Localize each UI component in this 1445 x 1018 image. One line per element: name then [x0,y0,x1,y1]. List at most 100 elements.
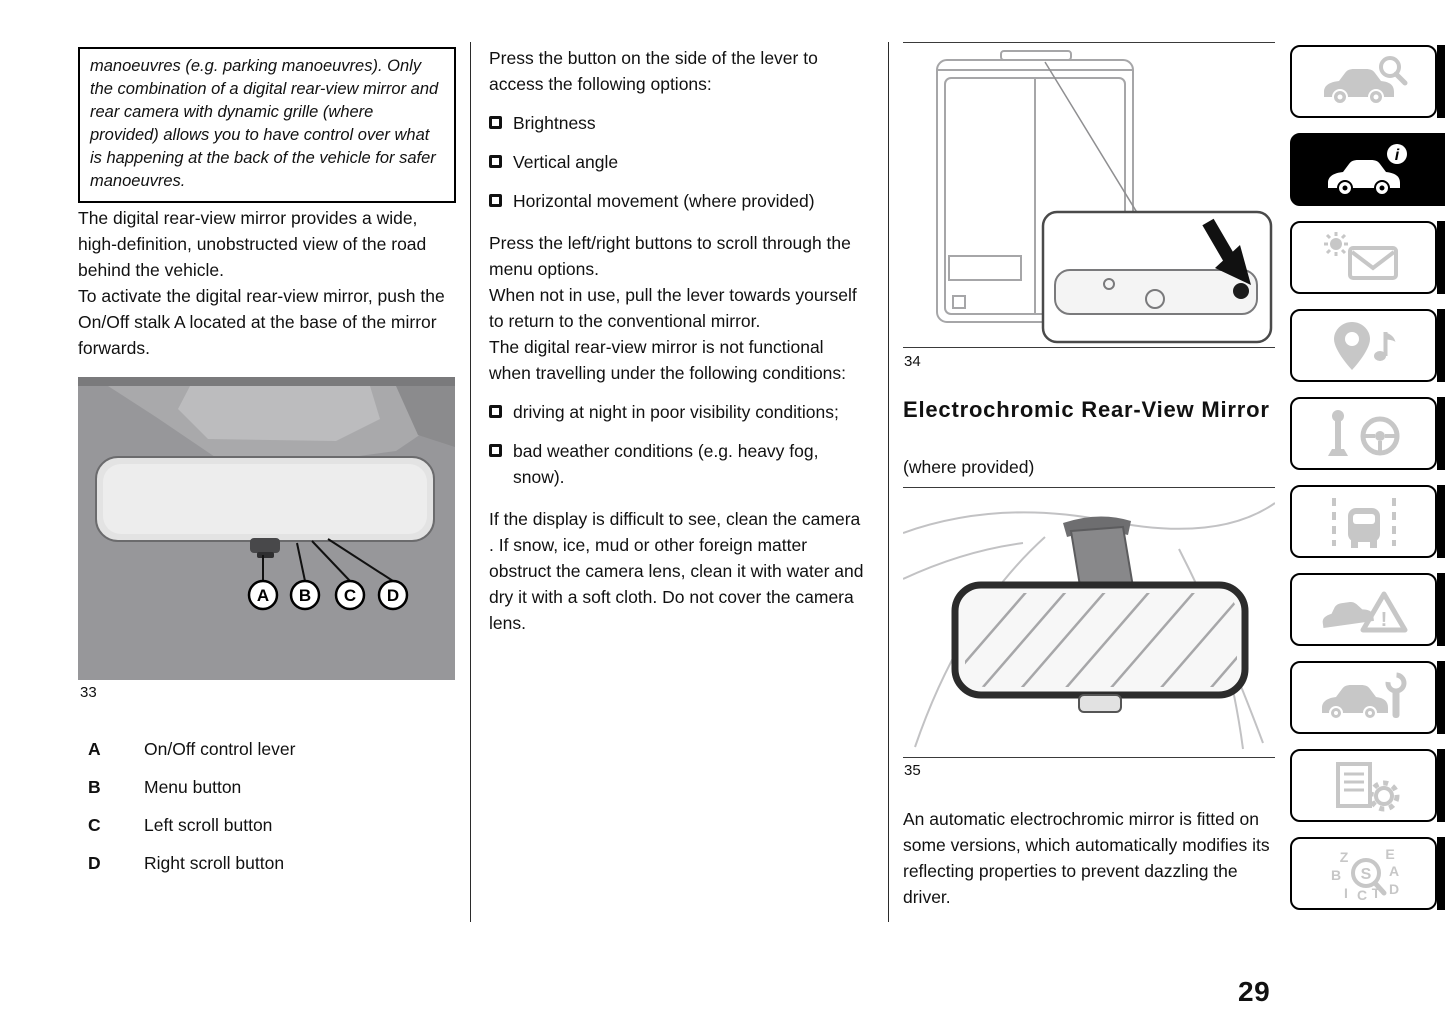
electrochromic-paragraph: An automatic electrochromic mirror is fi… [903,809,1270,907]
legend-row: A On/Off control lever [88,736,458,762]
sidebar-tab-knowing-your-vehicle[interactable]: i [1290,133,1445,206]
option-label: Vertical angle [513,152,619,172]
sidebar-tab-edge-bar [1437,837,1445,910]
legend-row: C Left scroll button [88,812,458,838]
figure-35-caption: 35 [904,762,921,779]
condition-label: bad weather conditions (e.g. heavy fog, … [513,441,819,487]
mid-paragraph-1: Press the button on the side of the leve… [489,48,818,94]
legend-label: Left scroll button [144,815,273,835]
callout-c: C [344,586,356,605]
figure-34-caption: 34 [904,353,921,370]
sidebar-tab-technical-data[interactable] [1290,749,1437,822]
condition-label: driving at night in poor visibility cond… [513,402,839,422]
svg-text:T: T [1371,885,1380,901]
figure-33-digital-mirror: A B C D [78,377,455,680]
sidebar-tab-edge-bar [1437,397,1445,470]
figure-34-van-rear [903,46,1275,344]
callout-a: A [257,586,269,605]
svg-text:S: S [1360,866,1371,883]
van-rear-drawing [936,50,1273,344]
intro-paragraph-1: The digital rear-view mirror provides a … [78,208,427,280]
car-magnifier-icon [1323,55,1407,105]
figure-34-top-rule [903,42,1275,43]
figure-35-top-rule [903,487,1275,488]
option-item: Horizontal movement (where provided) [489,188,869,214]
option-label: Horizontal movement (where provided) [513,191,815,211]
sidebar-tab-edge-bar [1437,749,1445,822]
page-number: 29 [1238,976,1271,1007]
mid-paragraph-5: If the display is difficult to see, clea… [489,509,864,633]
sidebar-tab-starting-and-driving[interactable] [1290,397,1437,470]
sidebar-tab-edge-bar [1437,45,1445,118]
legend-row: D Right scroll button [88,850,458,876]
intro-paragraph-2: To activate the digital rear-view mirror… [78,286,445,358]
option-item: Vertical angle [489,149,869,175]
figure-33-legend: A On/Off control lever B Menu button C L… [88,736,458,888]
svg-text:E: E [1385,846,1394,862]
note-box: manoeuvres (e.g. parking manoeuvres). On… [78,47,456,203]
svg-text:!: ! [1380,609,1387,631]
mid-paragraph-2: Press the left/right buttons to scroll t… [489,233,851,279]
gear-lever-steering-wheel-icon [1327,409,1399,456]
svg-text:D: D [1388,881,1398,897]
option-label: Brightness [513,113,596,133]
figure-34-bottom-rule [903,347,1275,348]
legend-row: B Menu button [88,774,458,800]
option-item: Brightness [489,110,869,136]
left-intro: The digital rear-view mirror provides a … [78,205,458,361]
sidebar-tab-edge-bar [1437,309,1445,382]
legend-key: A [88,739,101,759]
square-bullet-icon [489,444,502,457]
sidebar-tab-edge-bar [1437,221,1445,294]
svg-text:i: i [1394,147,1399,164]
svg-text:C: C [1356,887,1366,902]
sidebar-tab-edge-bar [1437,485,1445,558]
figure-35-electrochromic-mirror [902,491,1276,754]
section-heading: Electrochromic Rear-View Mirror [903,397,1270,422]
car-info-icon: i [1327,143,1407,196]
digital-mirror-image: A B C D [78,377,455,680]
callout-b: B [299,586,311,605]
legend-label: Menu button [144,777,242,797]
sidebar-tab-servicing-and-care[interactable] [1290,661,1437,734]
electrochromic-mirror-drawing [902,502,1276,750]
sidebar-tab-warning-lights-messages[interactable] [1290,221,1437,294]
square-bullet-icon [489,116,502,129]
document-gear-icon [1335,761,1399,811]
svg-text:B: B [1330,867,1340,883]
car-lane-markings-icon [1331,497,1396,548]
middle-column: Press the button on the side of the leve… [489,45,869,636]
legend-key: D [88,853,101,873]
mid-paragraph-4: The digital rear-view mirror is not func… [489,337,847,383]
column-divider-left [470,42,471,922]
legend-label: On/Off control lever [144,739,296,759]
sidebar-tab-safety[interactable] [1290,485,1437,558]
svg-text:A: A [1388,863,1398,879]
condition-item: bad weather conditions (e.g. heavy fog, … [489,438,869,490]
legend-key: C [88,815,101,835]
figure-33-caption: 33 [80,684,97,701]
car-wrench-icon [1321,672,1406,720]
svg-text:I: I [1344,885,1348,901]
sun-envelope-icon [1323,231,1398,280]
condition-item: driving at night in poor visibility cond… [489,399,869,425]
sidebar-tab-edge-bar [1437,573,1445,646]
svg-text:Z: Z [1339,849,1348,865]
mid-paragraph-3: When not in use, pull the lever towards … [489,285,857,331]
car-warning-triangle-icon: ! [1322,591,1407,632]
sidebar-tab-vehicle-overview[interactable] [1290,45,1437,118]
column-divider-right [888,42,889,922]
sidebar-tab-edge-bar [1437,661,1445,734]
square-bullet-icon [489,155,502,168]
map-pin-music-icon [1333,321,1395,370]
square-bullet-icon [489,405,502,418]
figure-35-bottom-rule [903,757,1275,758]
callout-d: D [387,586,399,605]
sidebar-tab-multimedia-navigation[interactable] [1290,309,1437,382]
legend-key: B [88,777,101,797]
section-subheading: (where provided) [903,457,1035,477]
sidebar-tab-in-an-emergency[interactable]: ! [1290,573,1437,646]
legend-label: Right scroll button [144,853,285,873]
